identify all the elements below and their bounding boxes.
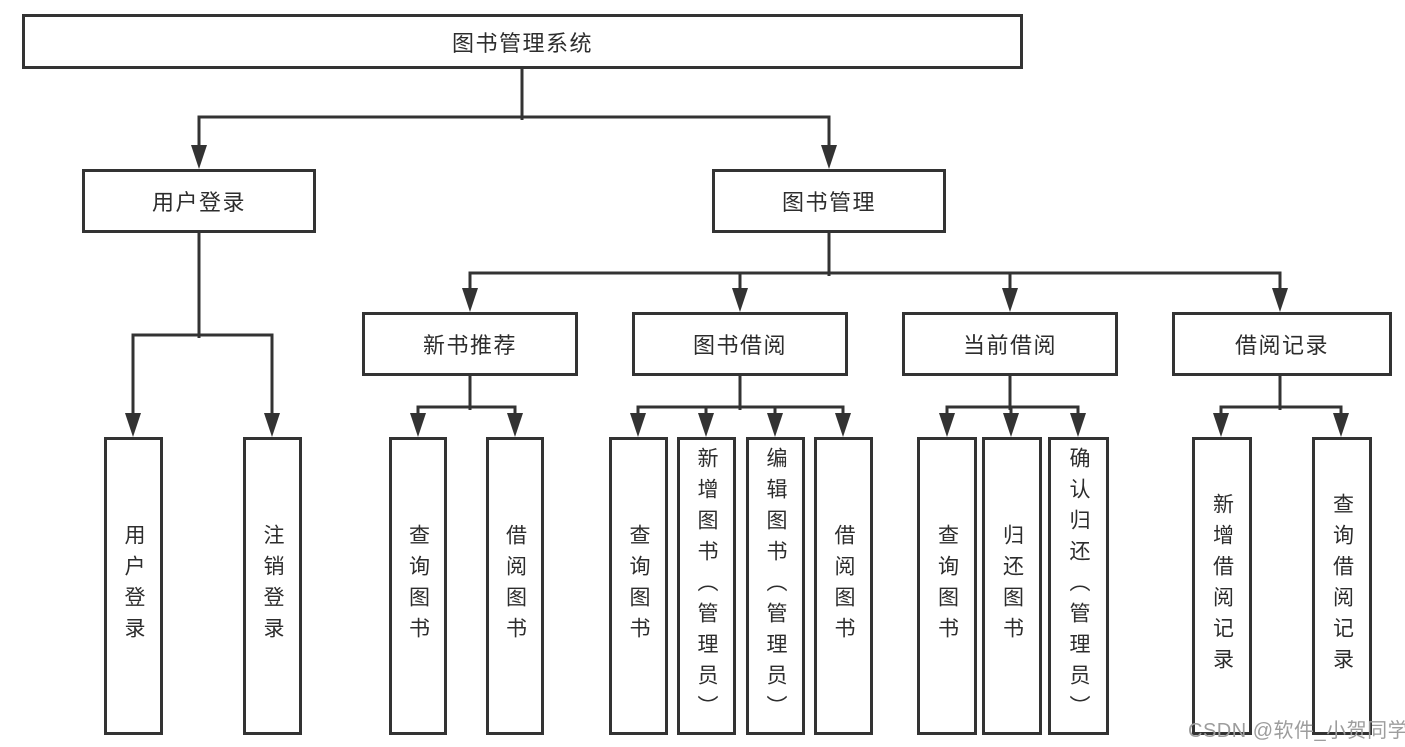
node-root-label: 图书管理系统 [451, 30, 593, 56]
leaf-add-borrow-record: 新增借阅记录 [1192, 437, 1252, 735]
leaf-query-books-recommend-label: 查询图书 [406, 524, 430, 648]
node-new-book-recommend: 新书推荐 [362, 312, 578, 376]
node-book-management-label: 图书管理 [781, 190, 876, 215]
node-root: 图书管理系统 [22, 14, 1023, 69]
csdn-watermark: CSDN @软件_小贺同学 [1188, 720, 1405, 742]
leaf-query-borrow-record-label: 查询借阅记录 [1330, 493, 1354, 679]
leaf-return-book-label: 归还图书 [1000, 524, 1024, 648]
leaf-logout: 注销登录 [243, 437, 302, 735]
node-borrow-records: 借阅记录 [1172, 312, 1392, 376]
leaf-edit-book-admin: 编辑图书（管理员） [746, 437, 805, 735]
leaf-borrow-books-recommend: 借阅图书 [486, 437, 544, 735]
leaf-query-books-borrow: 查询图书 [609, 437, 668, 735]
node-book-borrow: 图书借阅 [632, 312, 848, 376]
leaf-confirm-return-admin-label: 确认归还（管理员） [1067, 446, 1090, 726]
node-current-borrow: 当前借阅 [902, 312, 1118, 376]
leaf-logout-label: 注销登录 [261, 524, 284, 648]
leaf-add-borrow-record-label: 新增借阅记录 [1210, 493, 1234, 679]
leaf-query-books-borrow-label: 查询图书 [627, 524, 650, 648]
leaf-add-book-admin: 新增图书（管理员） [677, 437, 736, 735]
leaf-confirm-return-admin: 确认归还（管理员） [1048, 437, 1109, 735]
leaf-user-login-label: 用户登录 [122, 524, 145, 648]
node-new-book-recommend-label: 新书推荐 [422, 333, 517, 358]
leaf-borrow-books-recommend-label: 借阅图书 [503, 524, 527, 648]
leaf-add-book-admin-label: 新增图书（管理员） [695, 446, 718, 726]
node-borrow-records-label: 借阅记录 [1234, 333, 1329, 358]
leaf-borrow-books-borrow: 借阅图书 [814, 437, 873, 735]
leaf-query-books-current-label: 查询图书 [935, 524, 959, 648]
leaf-user-login: 用户登录 [104, 437, 163, 735]
leaf-return-book: 归还图书 [982, 437, 1042, 735]
leaf-query-borrow-record: 查询借阅记录 [1312, 437, 1372, 735]
node-book-management: 图书管理 [712, 169, 946, 233]
node-user-login-label: 用户登录 [151, 190, 246, 215]
node-book-borrow-label: 图书借阅 [692, 333, 787, 358]
leaf-borrow-books-borrow-label: 借阅图书 [832, 524, 855, 648]
node-current-borrow-label: 当前借阅 [962, 333, 1057, 358]
leaf-edit-book-admin-label: 编辑图书（管理员） [764, 446, 787, 726]
leaf-query-books-current: 查询图书 [917, 437, 977, 735]
node-user-login: 用户登录 [82, 169, 316, 233]
leaf-query-books-recommend: 查询图书 [389, 437, 447, 735]
